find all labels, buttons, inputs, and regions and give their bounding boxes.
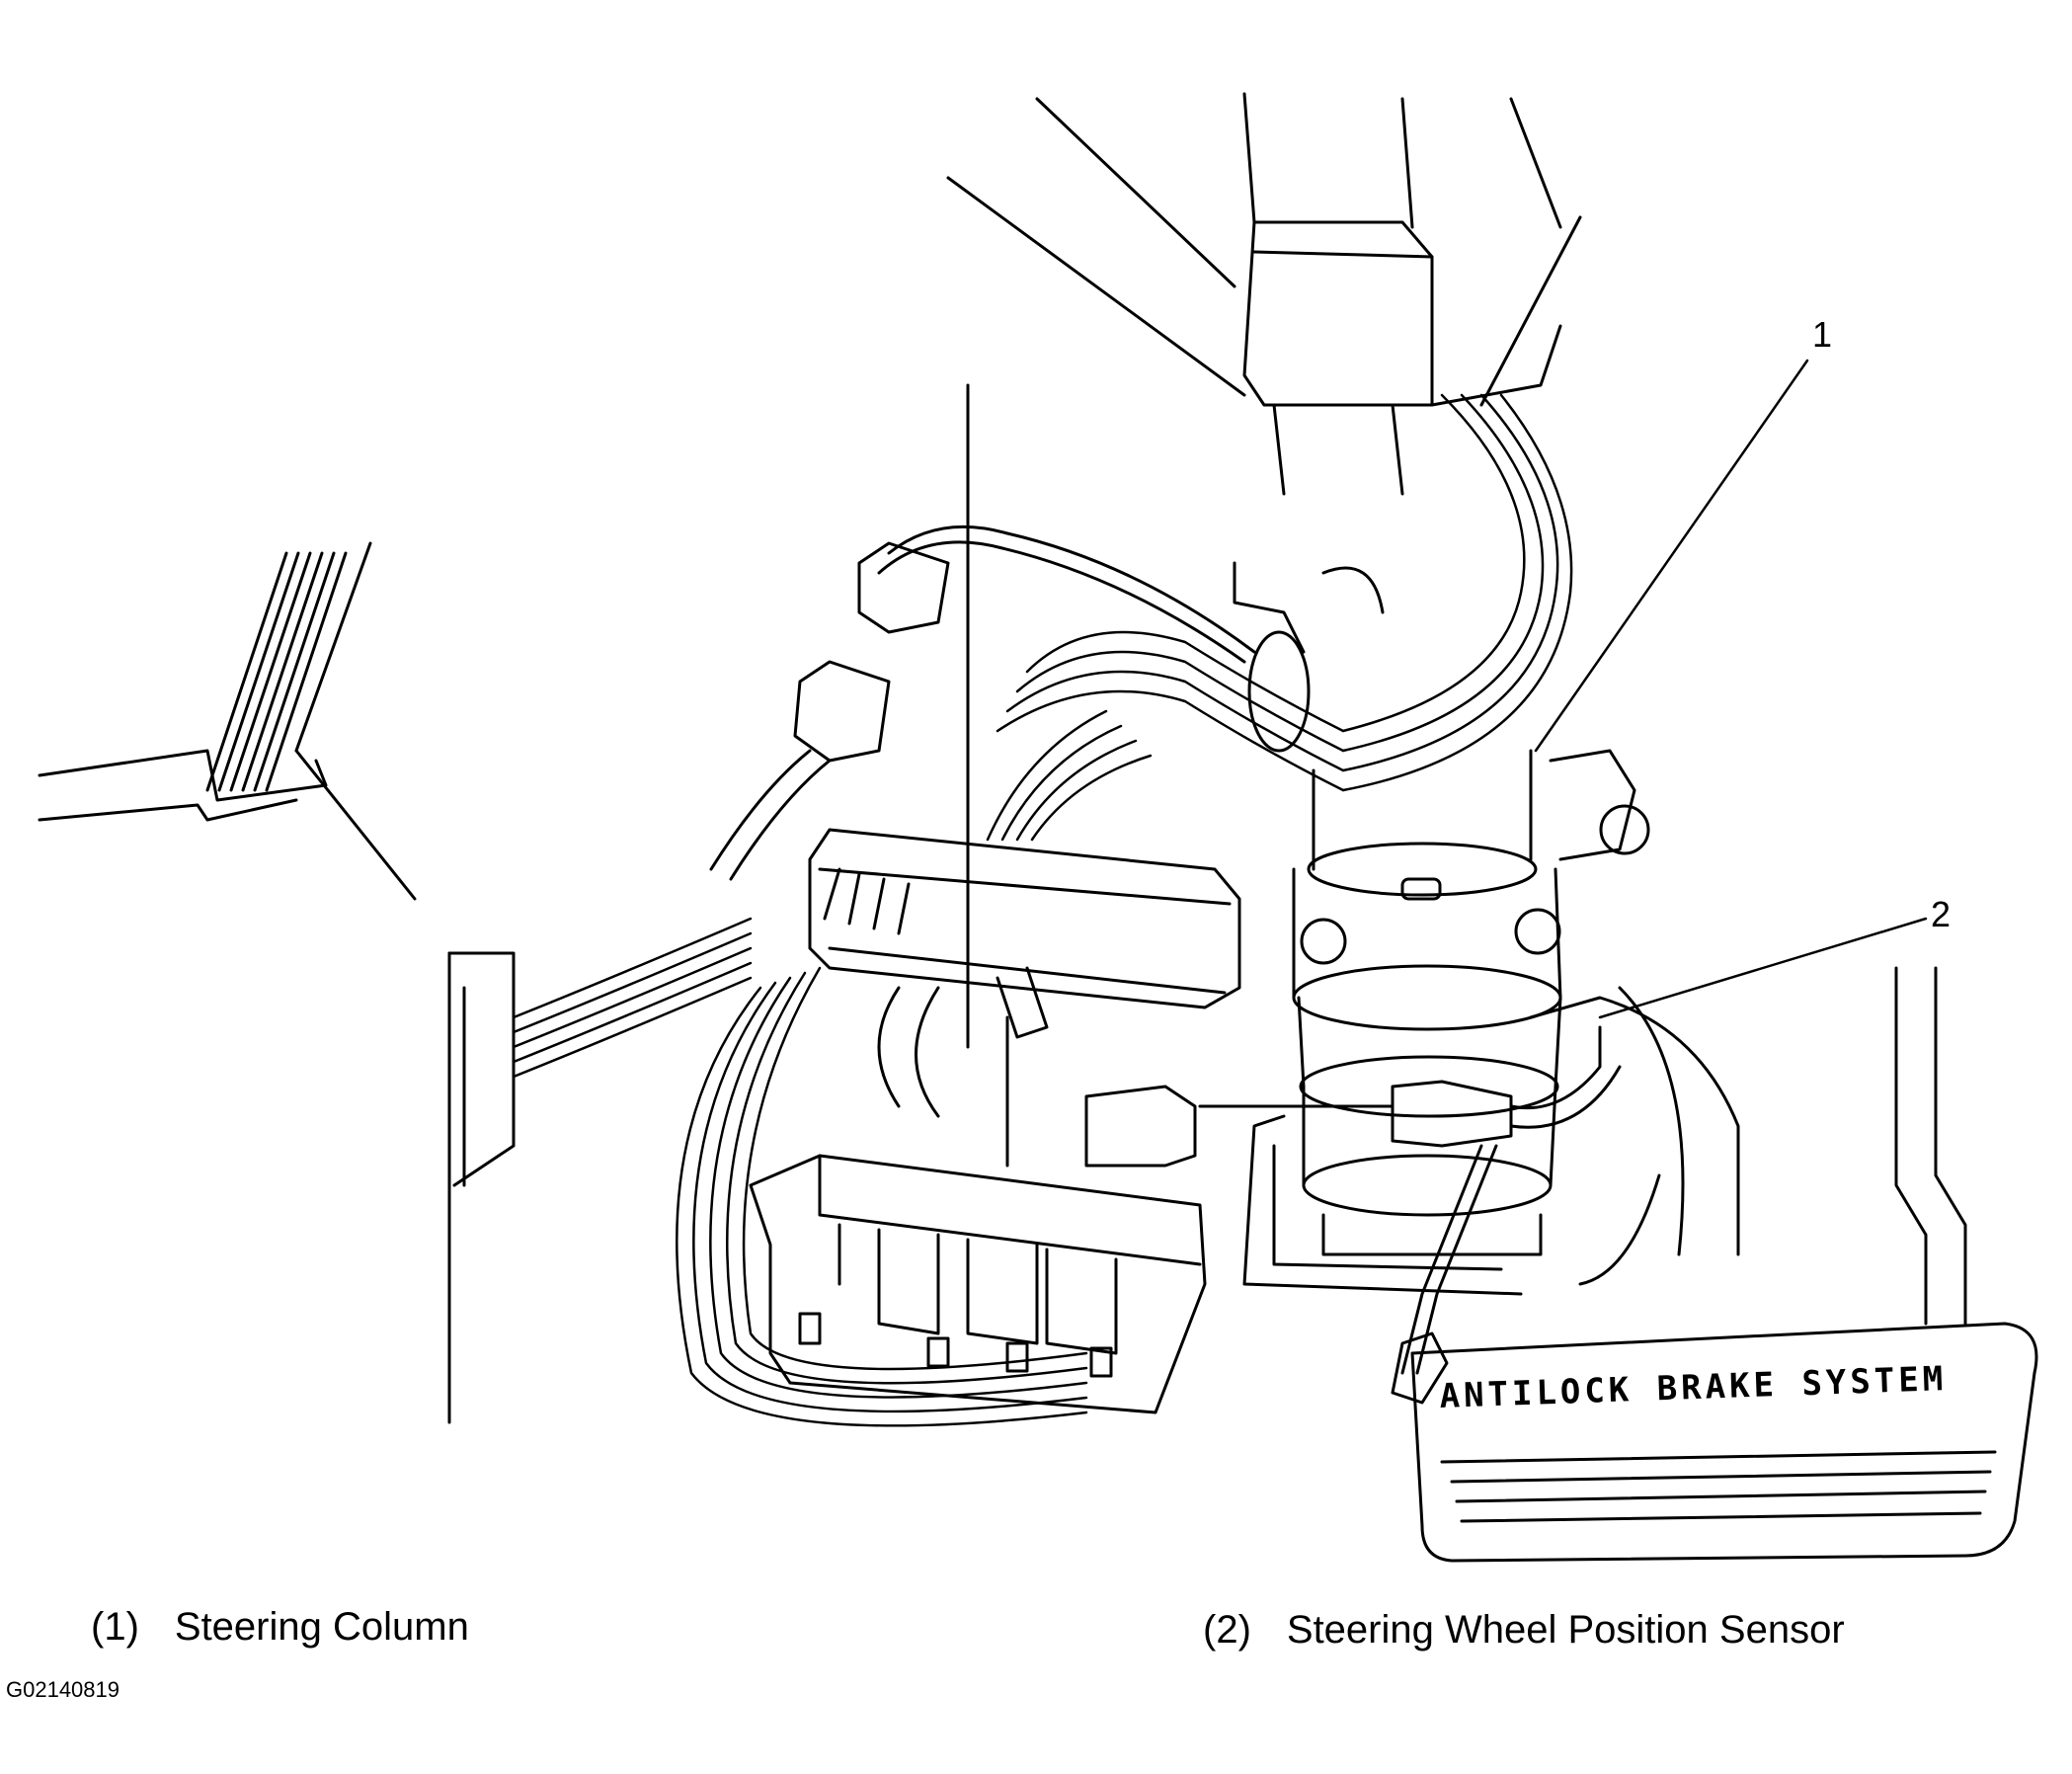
column-cover [946, 92, 1582, 496]
sensor-connector [1084, 1025, 1622, 1405]
lower-connector-block [749, 1154, 1207, 1414]
legend-item-steering-wheel-position-sensor: (2) Steering Wheel Position Sensor [1203, 1608, 1845, 1653]
leader-lines [1534, 359, 1928, 1019]
steering-column [1292, 749, 1740, 1286]
leader-line-2 [1598, 917, 1928, 1019]
pedal-label: ANTILOCK BRAKE SYSTEM [1439, 1359, 1948, 1416]
figure-id: G02140819 [6, 1677, 120, 1702]
pigtail-connectors [709, 383, 1256, 1049]
wire-harness [512, 393, 1573, 1427]
left-dash-panel [38, 541, 516, 1424]
harness-clamp [1233, 561, 1385, 753]
brake-pedal [1410, 1322, 2038, 1563]
control-module [808, 828, 1241, 1168]
legend-number: (1) [91, 1605, 139, 1649]
legend-number: (2) [1203, 1608, 1251, 1652]
legend-item-steering-column: (1) Steering Column [91, 1605, 469, 1650]
leader-line-1 [1534, 359, 1809, 753]
legend-text: Steering Wheel Position Sensor [1286, 1608, 1845, 1652]
pedal-bracket [1242, 966, 1967, 1326]
legend-text: Steering Column [174, 1605, 469, 1649]
callout-number-1: 1 [1812, 314, 1833, 355]
callout-number-2: 2 [1931, 894, 1952, 934]
